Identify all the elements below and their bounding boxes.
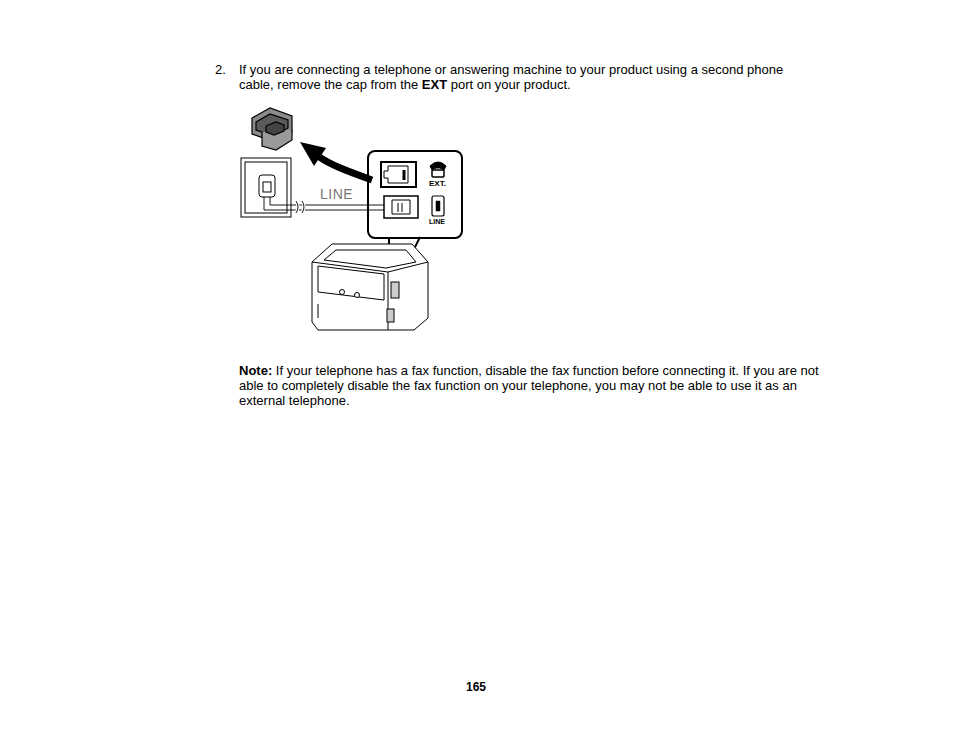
port-cap [252, 108, 292, 150]
port-name: EXT [422, 77, 447, 92]
cable-label: LINE [320, 187, 353, 202]
printer [312, 244, 428, 330]
note-body: If your telephone has a fax function, di… [239, 363, 819, 408]
wall-jack [241, 158, 291, 217]
port-icons [381, 162, 446, 218]
arrow-head [300, 142, 326, 166]
step-text-part: port on your product. [451, 77, 571, 92]
removal-arrow [318, 156, 372, 180]
callout-box: EXT. LINE [367, 150, 463, 239]
note-text: Note: If your telephone has a fax functi… [239, 363, 829, 408]
page-number: 165 [466, 680, 486, 695]
note-heading: Note: [239, 363, 272, 378]
port-name: EXT. [429, 179, 446, 188]
step-text: If you are connecting a telephone or ans… [239, 62, 799, 92]
step-number: 2. [215, 62, 226, 77]
port-name: LINE [429, 218, 445, 225]
